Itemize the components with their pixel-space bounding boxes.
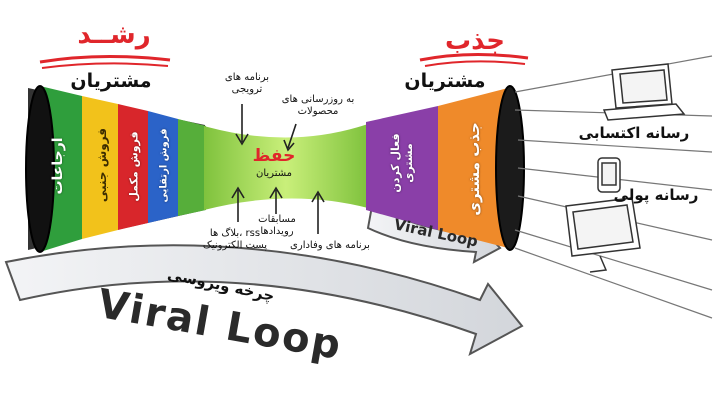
segment-label-referrals: ارجاعات [50,137,66,195]
retention-title: حفظ [252,146,296,166]
label-contests-events: مسابقات رویدادها [258,214,296,237]
segment-label-activation: فعال کردن مشتری [389,133,415,193]
laptop-icon [602,63,686,121]
segment-label-complementary-sell: فروش مکمل [127,131,141,202]
phone-icon [597,157,621,193]
left-funnel-mouth [25,85,55,253]
label-promotions: برنامه های ترویجی [224,72,270,95]
segment-label-cross-sell: فروش جنبی [95,127,109,203]
segment-activation [366,106,438,230]
growth-subtitle: مشتریان [70,70,152,92]
monitor-icon [565,197,641,273]
segment-label-acquisition: جذب مشتری [465,122,483,216]
growth-title: رشــد [77,20,151,50]
segment-upsell [148,111,178,223]
viral-loop-big-arrow [4,244,524,357]
earned-media-label: رسانه اکتسابی [578,124,690,142]
label-blogs-rss-email: rss ،بلاگ ها پست الکترونیک [202,228,268,251]
paid-media-label: رسانه پولی [613,186,699,204]
segment-acquisition [438,88,508,248]
right-funnel [366,85,525,251]
label-product-updates: به روزرسانی های محصولات [281,94,355,117]
segment-complementary-sell [118,104,148,230]
acquisition-title: جذب [445,26,505,56]
neck-arrows [231,104,325,234]
right-funnel-mouth [495,85,525,251]
retention-subtitle: مشتریان [256,168,292,179]
left-funnel [25,85,206,253]
funnel-neck [204,124,368,210]
acquisition-subtitle: مشتریان [404,70,486,92]
segment-cross-sell [82,96,118,239]
segment-label-upsell: فروش ارتقایی [158,128,170,203]
label-loyalty-programs: برنامه های وفاداری [290,240,370,251]
